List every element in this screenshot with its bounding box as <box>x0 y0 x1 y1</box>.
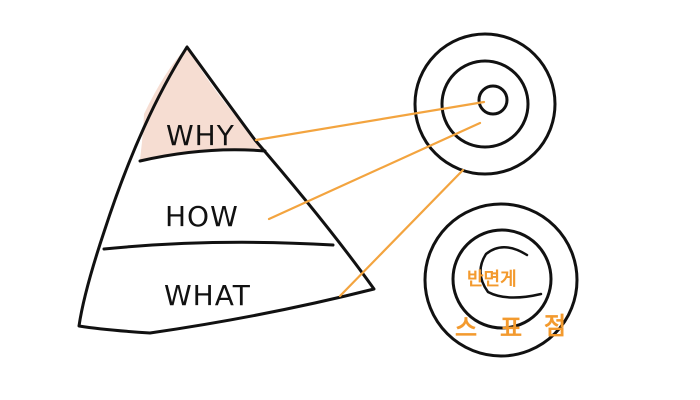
bottom-outer-korean-char-3: 점 <box>544 312 566 340</box>
bottom-center-korean-label: 반면게 <box>467 269 517 290</box>
connector-how <box>267 121 482 221</box>
pyramid-outline <box>77 45 376 335</box>
pyramid-label-how: HOW <box>165 200 239 233</box>
bottom-outer-korean-char-2: 표 <box>500 314 522 342</box>
pyramid-divider-how-what <box>102 240 335 251</box>
pyramid-label-what: WHAT <box>164 279 251 312</box>
top-circle-outer <box>413 32 557 176</box>
pyramid-divider-why-how <box>138 148 267 163</box>
pyramid-label-why: WHY <box>166 119 235 152</box>
connector-why <box>254 100 486 142</box>
top-circle-inner <box>477 84 509 116</box>
bottom-circle-outer <box>423 202 579 358</box>
connector-what <box>338 168 465 298</box>
top-circle-middle <box>440 59 530 149</box>
bottom-circle-middle <box>451 228 553 330</box>
bottom-outer-korean-char-1: 스 <box>455 314 477 342</box>
bottom-circle-inner-arc <box>479 246 543 299</box>
